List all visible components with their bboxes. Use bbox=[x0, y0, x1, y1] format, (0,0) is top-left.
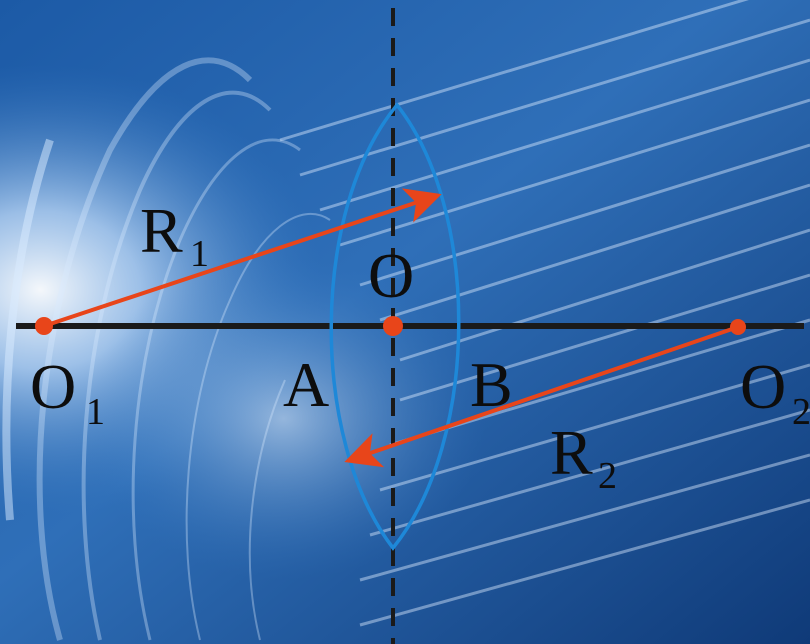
point-center-o bbox=[383, 316, 403, 336]
label-r1-subscript: 1 bbox=[190, 233, 209, 275]
label-b: B bbox=[470, 349, 513, 420]
background-swirls bbox=[2, 57, 331, 641]
label-center-o: O bbox=[368, 240, 414, 311]
radius-r1-arrow bbox=[43, 188, 442, 328]
label-a: A bbox=[283, 349, 329, 420]
label-o2-subscript: 2 bbox=[792, 391, 810, 433]
label-o2: O bbox=[740, 351, 786, 422]
point-o1 bbox=[35, 317, 53, 335]
radius-r2-arrow bbox=[344, 325, 739, 468]
label-r2-subscript: 2 bbox=[598, 455, 617, 497]
label-r1: R bbox=[140, 195, 183, 266]
label-r2: R bbox=[550, 417, 593, 488]
lens-outline bbox=[329, 102, 461, 551]
point-o2 bbox=[730, 319, 746, 335]
label-o1: O bbox=[30, 351, 76, 422]
label-o1-subscript: 1 bbox=[86, 391, 105, 433]
